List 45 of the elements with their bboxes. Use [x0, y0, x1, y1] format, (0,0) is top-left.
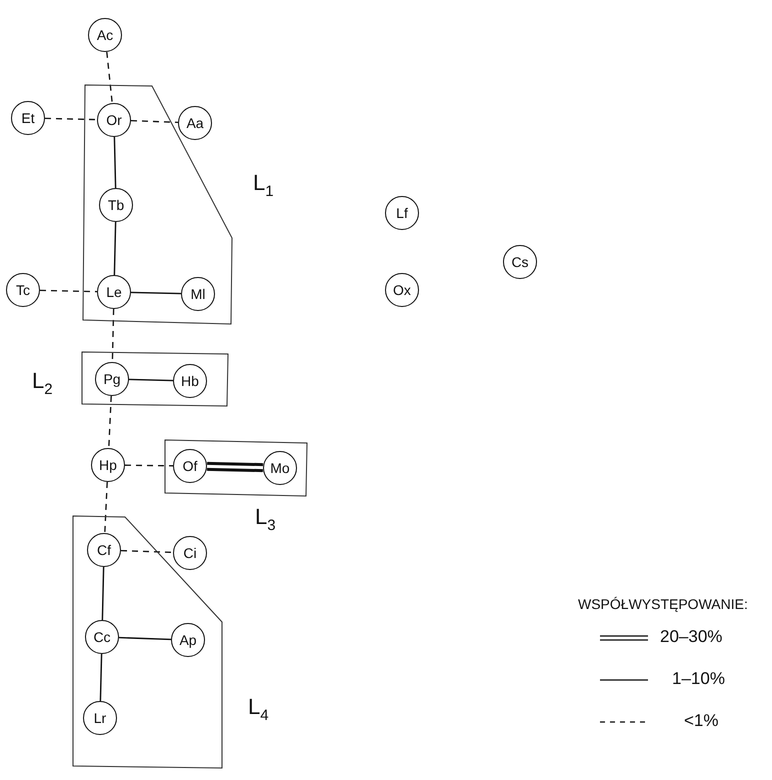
species-circle: Pg — [95, 362, 129, 396]
connector-line — [128, 378, 174, 382]
species-circle: Lr — [83, 701, 117, 735]
species-circle: Mo — [263, 451, 297, 485]
species-circle: Cs — [503, 245, 537, 279]
connector-line — [118, 636, 172, 640]
connector-line — [130, 292, 182, 294]
legend-label: <1% — [684, 711, 718, 731]
species-circle: Ox — [385, 273, 419, 307]
dashed-line — [108, 396, 112, 448]
group-label: L$_{2}$ — [32, 370, 53, 397]
species-circle: Tc — [6, 273, 40, 307]
species-circle: Le — [97, 275, 131, 309]
species-circle: Ap — [171, 623, 205, 657]
legend-label: 1–10% — [672, 669, 725, 689]
group-label: L$_{4}$ — [248, 696, 269, 723]
legend-title: WSPÓŁWYSTĘPOWANIE: — [578, 596, 748, 612]
connector-line — [114, 136, 116, 188]
group-label: L$_{3}$ — [255, 506, 276, 533]
double-line — [205, 462, 265, 472]
connector-line — [100, 654, 102, 702]
species-circle: Aa — [178, 106, 212, 140]
species-circle: Cf — [87, 533, 121, 567]
dashed-line — [104, 482, 108, 534]
species-circle: Cc — [85, 620, 119, 654]
species-circle: Ac — [88, 18, 122, 52]
dashed-line — [106, 52, 113, 104]
species-circle: Tb — [99, 188, 133, 222]
species-circle: Hb — [173, 364, 207, 398]
dashed-line — [130, 120, 178, 124]
species-circle: Lf — [385, 196, 419, 230]
dashed-line — [125, 464, 173, 466]
species-circle: Hp — [91, 448, 125, 482]
species-circle: Ml — [181, 277, 215, 311]
species-circle: Or — [97, 103, 131, 137]
species-circle: Ci — [173, 536, 207, 570]
connector-line — [102, 566, 104, 620]
dashed-line — [44, 118, 98, 120]
group-label: L$_{1}$ — [253, 172, 274, 199]
legend-label: 20–30% — [660, 627, 722, 647]
dashed-line — [40, 290, 98, 292]
connector-line — [114, 222, 116, 276]
dashed-line — [120, 550, 174, 554]
species-circle: Et — [11, 101, 45, 135]
species-circle: Of — [173, 449, 207, 483]
